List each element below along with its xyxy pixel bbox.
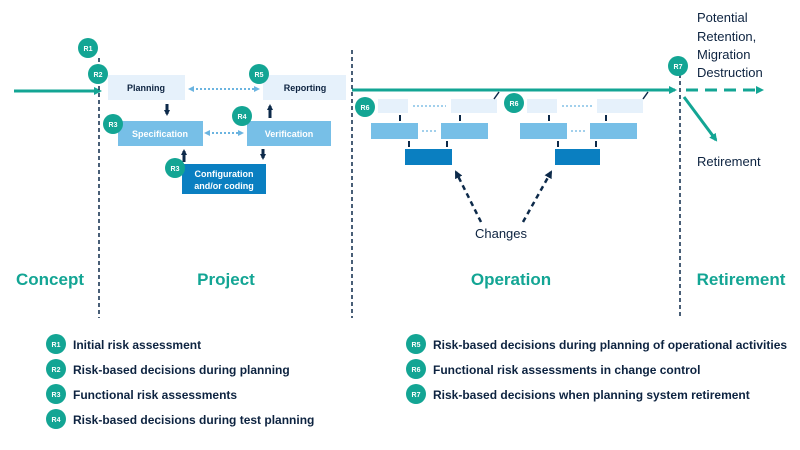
svg-text:R2: R2 bbox=[94, 72, 103, 79]
svg-text:R7: R7 bbox=[412, 392, 421, 399]
change-2-reporting-box bbox=[597, 99, 643, 113]
svg-text:Functional risk assessments in: Functional risk assessments in change co… bbox=[433, 363, 700, 377]
retirement-note: Retirement bbox=[697, 154, 761, 169]
badge-r6-second: R6 bbox=[504, 93, 524, 113]
legend-item-r7: R7 Risk-based decisions when planning sy… bbox=[406, 384, 750, 404]
legend-item-r2: R2 Risk-based decisions during planning bbox=[46, 359, 290, 379]
svg-text:R5: R5 bbox=[412, 342, 421, 349]
reporting-label: Reporting bbox=[284, 83, 327, 93]
potential-line2: Retention, bbox=[697, 29, 756, 44]
change-1-spec-box bbox=[371, 123, 418, 139]
legend-item-r3: R3 Functional risk assessments bbox=[46, 384, 237, 404]
svg-text:R6: R6 bbox=[412, 367, 421, 374]
svg-text:Risk-based decisions during te: Risk-based decisions during test plannin… bbox=[73, 413, 314, 427]
phase-operation: Operation bbox=[471, 270, 551, 289]
legend-item-r5: R5 Risk-based decisions during planning … bbox=[406, 334, 787, 354]
badge-r2: R2 bbox=[88, 64, 108, 84]
svg-text:R6: R6 bbox=[510, 101, 519, 108]
change-2-planning-box bbox=[527, 99, 557, 113]
svg-text:R3: R3 bbox=[52, 392, 61, 399]
badge-r3-config: R3 bbox=[165, 158, 185, 178]
specification-label: Specification bbox=[132, 129, 188, 139]
potential-line3: Migration bbox=[697, 47, 750, 62]
change-cycle-1 bbox=[371, 91, 500, 165]
potential-line1: Potential bbox=[697, 10, 748, 25]
changes-arrow-left bbox=[454, 170, 483, 223]
verification-label: Verification bbox=[265, 129, 314, 139]
retirement-arrow bbox=[682, 96, 718, 142]
potential-line4: Destruction bbox=[697, 65, 763, 80]
svg-text:Risk-based decisions during pl: Risk-based decisions during planning of … bbox=[433, 338, 787, 352]
svg-text:R4: R4 bbox=[238, 114, 247, 121]
phase-project: Project bbox=[197, 270, 255, 289]
changes-label: Changes bbox=[475, 226, 528, 241]
legend-left: R1 Initial risk assessment R2 Risk-based… bbox=[46, 334, 314, 429]
svg-text:R6: R6 bbox=[361, 105, 370, 112]
svg-text:R2: R2 bbox=[52, 367, 61, 374]
svg-text:R1: R1 bbox=[52, 342, 61, 349]
legend-item-r4: R4 Risk-based decisions during test plan… bbox=[46, 409, 314, 429]
svg-text:R3: R3 bbox=[109, 122, 118, 129]
change-2-return-arrow bbox=[642, 91, 649, 100]
svg-text:Risk-based decisions during pl: Risk-based decisions during planning bbox=[73, 363, 290, 377]
svg-text:Functional risk assessments: Functional risk assessments bbox=[73, 388, 237, 402]
configuration-box bbox=[182, 164, 266, 194]
badge-r6-first: R6 bbox=[355, 97, 375, 117]
svg-text:R7: R7 bbox=[674, 64, 683, 71]
badge-r4: R4 bbox=[232, 106, 252, 126]
change-2-spec-box bbox=[520, 123, 567, 139]
badge-r1: R1 bbox=[78, 38, 98, 58]
legend-item-r1: R1 Initial risk assessment bbox=[46, 334, 201, 354]
configuration-label-line2: and/or coding bbox=[194, 181, 254, 191]
change-1-verif-box bbox=[441, 123, 488, 139]
svg-text:Initial risk assessment: Initial risk assessment bbox=[73, 338, 201, 352]
change-2-verif-box bbox=[590, 123, 637, 139]
badge-r7: R7 bbox=[668, 56, 688, 76]
svg-text:R4: R4 bbox=[52, 417, 61, 424]
configuration-label-line1: Configuration bbox=[195, 169, 254, 179]
change-1-return-arrow bbox=[493, 91, 500, 100]
phase-concept: Concept bbox=[16, 270, 84, 289]
change-1-config-box bbox=[405, 149, 452, 165]
changes-arrow-right bbox=[521, 170, 553, 223]
planning-label: Planning bbox=[127, 83, 165, 93]
change-1-reporting-box bbox=[451, 99, 497, 113]
svg-text:R1: R1 bbox=[84, 46, 93, 53]
badge-r5: R5 bbox=[249, 64, 269, 84]
svg-text:Risk-based decisions when plan: Risk-based decisions when planning syste… bbox=[433, 388, 750, 402]
svg-text:R3: R3 bbox=[171, 166, 180, 173]
reporting-box bbox=[263, 75, 346, 100]
change-1-planning-box bbox=[378, 99, 408, 113]
change-cycle-2 bbox=[520, 91, 649, 165]
verification-box bbox=[247, 121, 331, 146]
badge-r3-spec: R3 bbox=[103, 114, 123, 134]
legend-item-r6: R6 Functional risk assessments in change… bbox=[406, 359, 700, 379]
phase-retirement: Retirement bbox=[697, 270, 786, 289]
specification-box bbox=[118, 121, 203, 146]
svg-text:R5: R5 bbox=[255, 72, 264, 79]
change-2-config-box bbox=[555, 149, 600, 165]
legend-right: R5 Risk-based decisions during planning … bbox=[406, 334, 787, 404]
planning-box bbox=[108, 75, 185, 100]
